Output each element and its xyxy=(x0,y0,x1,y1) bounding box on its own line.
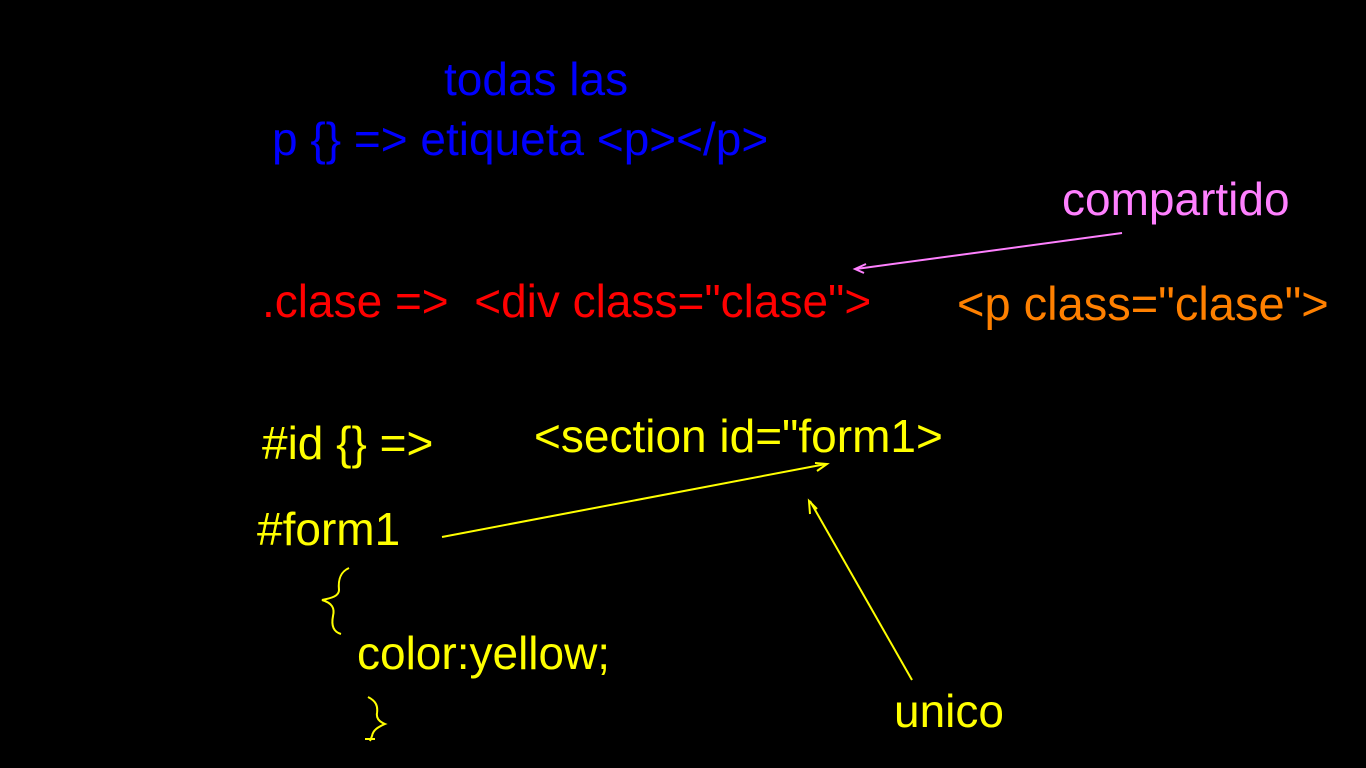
close-brace xyxy=(367,696,388,742)
element-selector-note: todas las xyxy=(444,53,629,105)
rule-declaration: color:yellow; xyxy=(357,627,611,679)
class-second-example: <p class="clase"> xyxy=(957,277,1329,330)
selector-arrow xyxy=(441,462,830,538)
id-selector-line: #id {} => xyxy=(262,417,434,469)
class-selector-line: .clase => <div class="clase"> xyxy=(262,275,872,327)
open-brace xyxy=(321,567,350,635)
shared-arrow xyxy=(852,232,1123,274)
rule-selector: #form1 xyxy=(257,503,401,555)
unique-arrow xyxy=(807,498,913,681)
unique-note: unico xyxy=(894,685,1004,737)
id-section-example: <section id="form1> xyxy=(534,410,943,462)
element-selector-line: p {} => etiqueta <p></p> xyxy=(272,113,769,165)
shared-note: compartido xyxy=(1062,173,1290,225)
